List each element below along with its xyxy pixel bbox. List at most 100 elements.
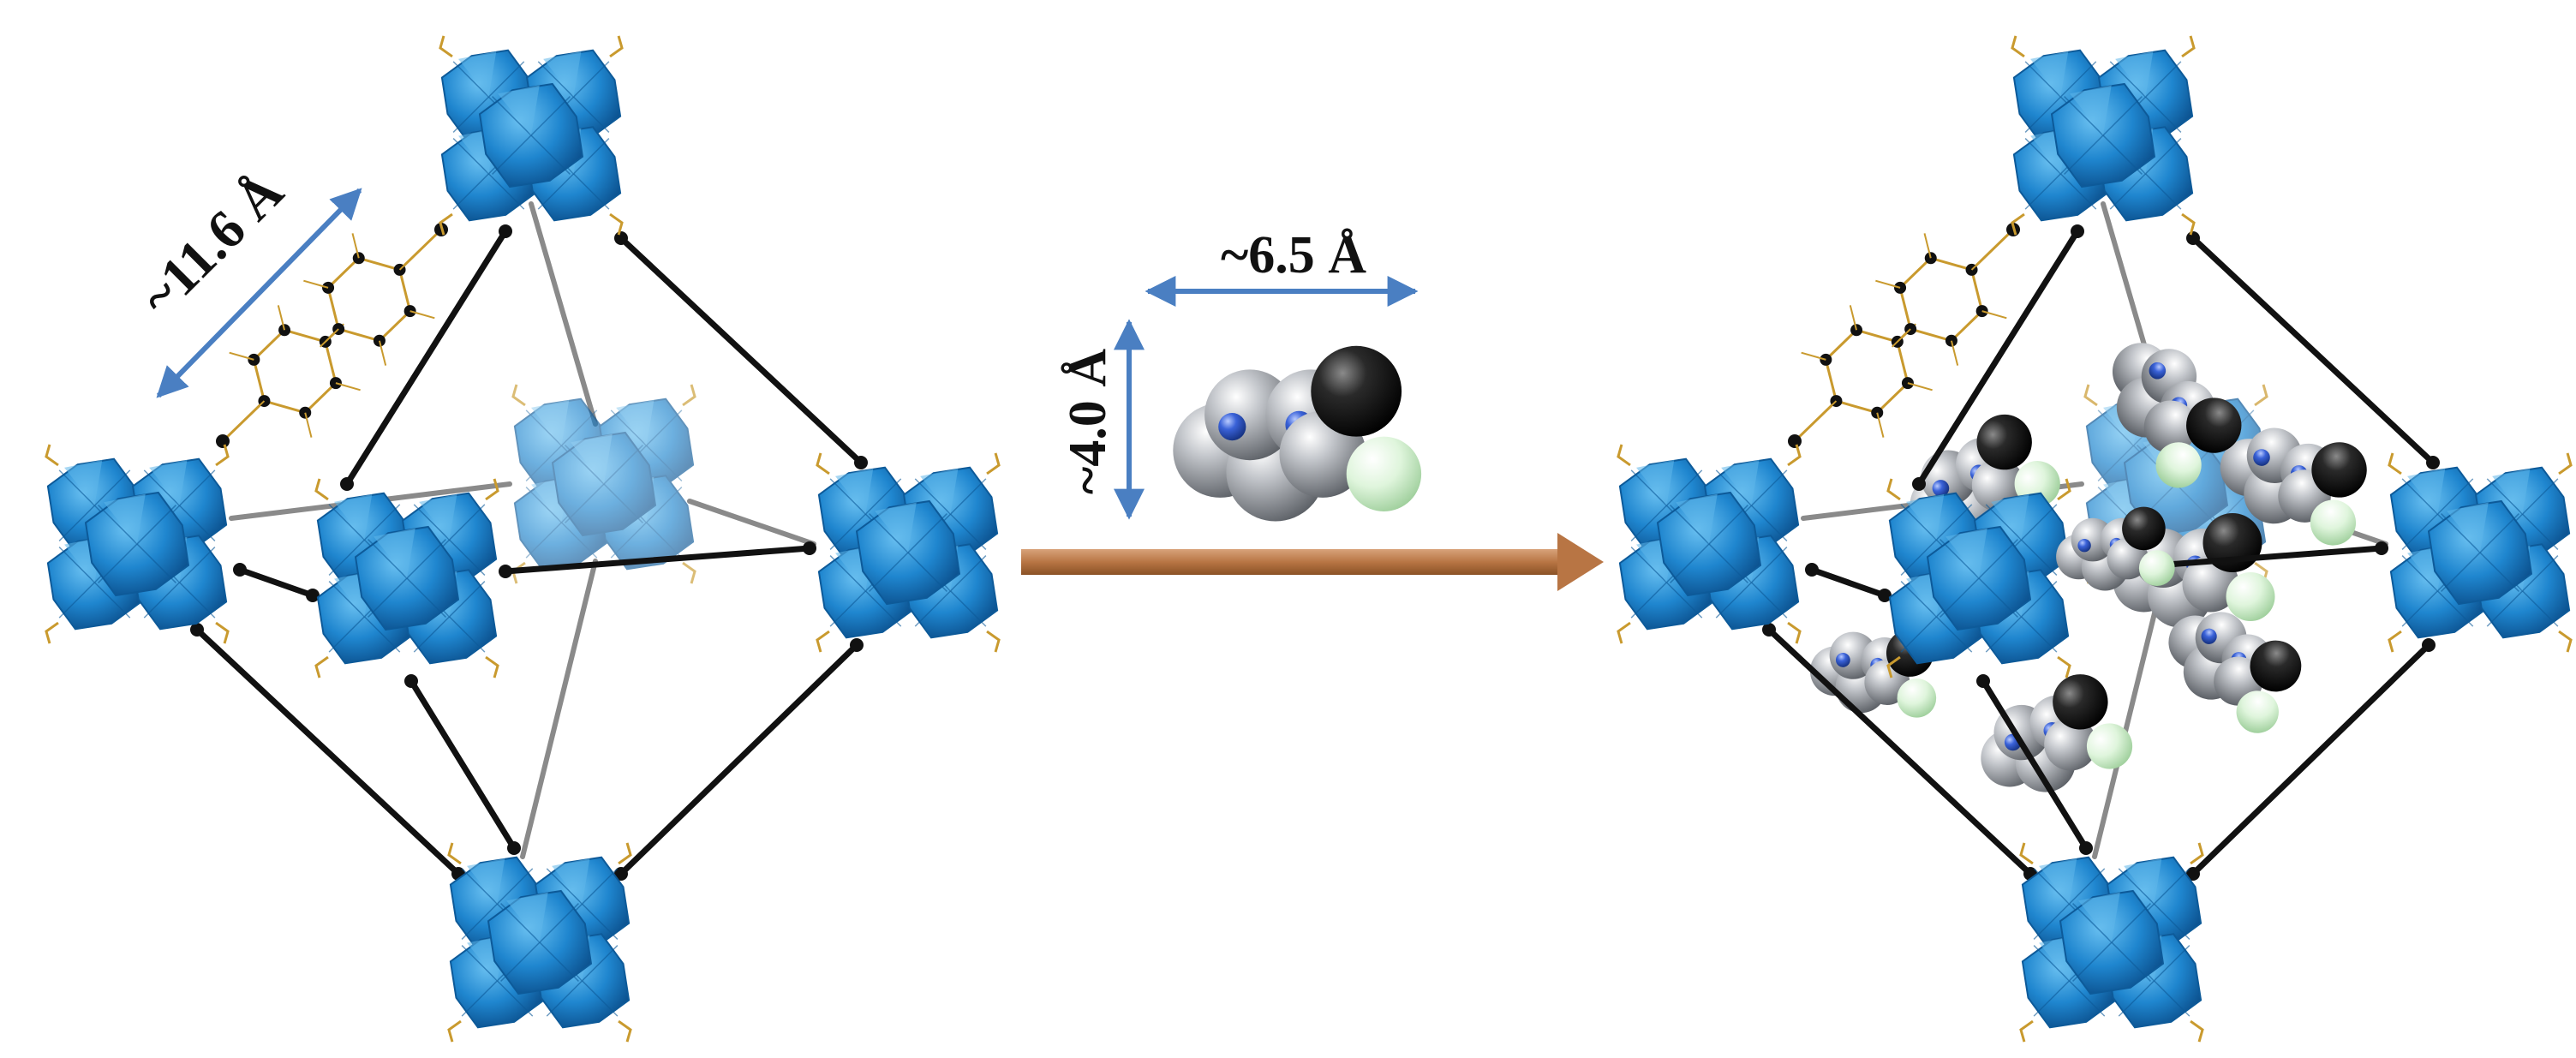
guest-molecule	[2168, 612, 2302, 733]
ring-bond	[1910, 327, 1952, 343]
h-bond	[1923, 233, 1932, 259]
carboxylate-stub	[2254, 384, 2268, 407]
back-edges	[229, 201, 816, 859]
carboxylate-stub	[1617, 444, 1631, 467]
carboxylate-stub	[618, 842, 632, 865]
carboxylate-stub	[816, 630, 830, 653]
carboxylate-stub	[609, 212, 624, 236]
cluster-highlight	[64, 460, 103, 506]
cluster-highlight	[2447, 502, 2489, 553]
linker-joint	[2071, 224, 2084, 238]
zr-cluster-polyhedron	[45, 444, 230, 644]
zr-cluster-polyhedron	[447, 842, 632, 1043]
ring-bond	[327, 257, 360, 289]
framework-edge-front	[236, 566, 316, 599]
framework-edge-front	[1980, 678, 2089, 852]
cluster-facet	[565, 445, 643, 523]
linker-joint	[499, 224, 512, 238]
h-bond	[409, 310, 435, 320]
linker-joint	[190, 623, 204, 637]
framework-edge-front	[344, 228, 509, 487]
cluster-highlight	[2115, 51, 2154, 98]
carboxylate-stub	[485, 655, 499, 678]
front-clusters	[1617, 35, 2573, 1043]
cluster-highlight	[1945, 528, 1987, 578]
guests-back	[1809, 343, 2367, 792]
fluorine-sphere	[2155, 442, 2202, 488]
ring-bond	[1836, 399, 1878, 415]
carboxylate-stub	[986, 452, 1001, 475]
framework-left	[45, 35, 1001, 1043]
ring-bond	[358, 256, 400, 272]
h-bond	[1801, 351, 1826, 361]
cluster-highlight	[875, 502, 917, 553]
carboxylate-stub	[314, 655, 329, 678]
zr-cluster-polyhedron	[2388, 452, 2573, 653]
ring-bond	[324, 341, 338, 384]
cluster-highlight	[543, 51, 582, 98]
h-bond	[1849, 305, 1858, 331]
biphenyl-linker	[216, 223, 448, 448]
framework-edge-back	[520, 559, 598, 859]
framework-edge-front	[2190, 642, 2432, 877]
carboxylate-stub	[1617, 621, 1631, 644]
zr-cluster-polyhedron	[2019, 842, 2204, 1043]
zr-cluster-polyhedron	[511, 384, 696, 584]
ring-bond	[1930, 256, 1972, 272]
cluster-highlight	[374, 528, 415, 578]
carbon-sphere	[2143, 400, 2197, 454]
nitrogen-sphere	[2201, 628, 2217, 644]
front-clusters	[45, 35, 1001, 1043]
oxygen-sphere	[2186, 397, 2242, 453]
guest-molecule	[2056, 506, 2175, 591]
ring-bond	[338, 327, 380, 343]
carboxylate-stub	[2190, 842, 2204, 865]
cluster-facet	[525, 487, 598, 559]
carboxylate-stub	[2181, 212, 2196, 236]
cluster-highlight	[571, 433, 613, 484]
framework-edge-front	[1808, 566, 1888, 599]
oxygen-sphere	[2250, 640, 2302, 692]
fluorine-sphere	[2226, 572, 2275, 621]
h-bond	[1907, 382, 1933, 392]
linker-length-label: ~11.6 Å	[129, 161, 295, 327]
cluster-highlight	[835, 469, 874, 515]
framework-edge-front	[2190, 235, 2436, 466]
fluorine-sphere	[1897, 678, 1937, 718]
carboxylate-stub	[2388, 452, 2402, 475]
carboxylate-stub	[439, 212, 453, 236]
framework-edge-front	[1916, 228, 2081, 487]
carboxylate-stub	[2057, 478, 2071, 501]
linker-joint	[216, 434, 230, 448]
cluster-face	[551, 431, 657, 537]
ring-bond	[1970, 269, 1984, 312]
h-bond	[1817, 400, 1838, 420]
ring-bond	[326, 287, 340, 330]
linker-joint	[340, 477, 354, 491]
carboxylate-stub	[986, 630, 1001, 653]
zr-cluster-polyhedron	[314, 478, 499, 678]
cluster-highlight	[920, 469, 959, 515]
cluster-facet	[565, 445, 643, 523]
cluster-highlight	[506, 892, 548, 942]
oxygen-sphere	[2122, 506, 2166, 551]
guest-molecule-spacefill	[1173, 345, 1422, 522]
ring-bond	[1825, 329, 1858, 361]
ring-bond	[1856, 328, 1898, 344]
cluster-highlight	[2039, 858, 2077, 905]
linker-joint	[854, 456, 868, 469]
linker-joint	[499, 565, 512, 578]
h-bond	[378, 340, 387, 366]
carboxylate-stub	[1787, 444, 1802, 467]
framework-edge-front	[618, 235, 864, 466]
carboxylate-stub	[1886, 478, 1901, 501]
h-bond	[245, 400, 266, 420]
linker-joint	[1762, 623, 1776, 637]
cluster-highlight	[2030, 51, 2069, 98]
carboxylate-stub	[45, 444, 59, 467]
carboxylate-stub	[2011, 212, 2025, 236]
ring-bond	[253, 329, 286, 361]
linker-joint	[2186, 867, 2200, 881]
nitrogen-sphere	[2077, 539, 2091, 553]
linker-joint	[2375, 541, 2388, 555]
